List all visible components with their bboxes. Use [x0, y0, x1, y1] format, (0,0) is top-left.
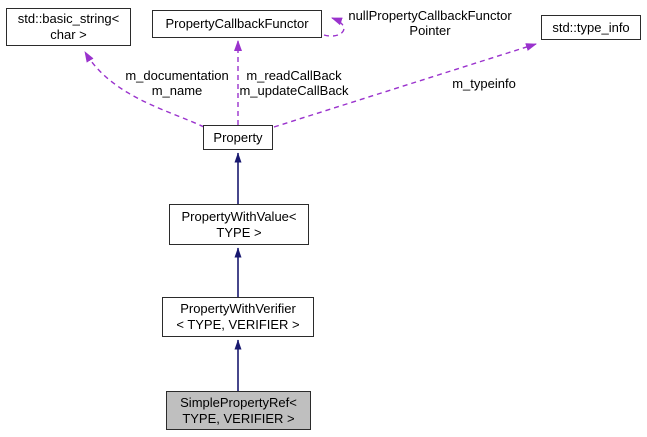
- class-node-label: std::type_info: [552, 19, 630, 35]
- class-node-property-with-value[interactable]: PropertyWithValue< TYPE >: [169, 204, 309, 245]
- class-node-label: PropertyCallbackFunctor: [165, 16, 309, 31]
- class-node-property-callback-functor[interactable]: PropertyCallbackFunctor: [152, 10, 322, 38]
- class-node-label: SimplePropertyRef< TYPE, VERIFIER >: [180, 394, 297, 426]
- class-node-label: PropertyWithVerifier < TYPE, VERIFIER >: [176, 301, 300, 332]
- usage-arrow-functor-self-loop: [323, 17, 345, 37]
- edge-label-null-functor-pointer: nullPropertyCallbackFunctor Pointer: [348, 8, 512, 38]
- class-node-std-basic-string[interactable]: std::basic_string< char >: [6, 8, 131, 46]
- class-node-label: PropertyWithValue< TYPE >: [181, 208, 297, 240]
- usage-arrow-property-to-typeinfo: [273, 43, 537, 128]
- edge-label-typeinfo: m_typeinfo: [452, 76, 516, 91]
- class-node-property[interactable]: Property: [203, 125, 273, 150]
- edge-label-documentation-name: m_documentation m_name: [125, 68, 229, 98]
- class-node-label: std::basic_string< char >: [17, 11, 120, 42]
- edge-label-callbacks: m_readCallBack m_updateCallBack: [239, 68, 349, 98]
- class-node-simple-property-ref[interactable]: SimplePropertyRef< TYPE, VERIFIER >: [166, 391, 311, 430]
- class-node-property-with-verifier[interactable]: PropertyWithVerifier < TYPE, VERIFIER >: [162, 297, 314, 337]
- class-node-label: Property: [213, 129, 263, 145]
- class-node-std-type-info[interactable]: std::type_info: [541, 15, 641, 40]
